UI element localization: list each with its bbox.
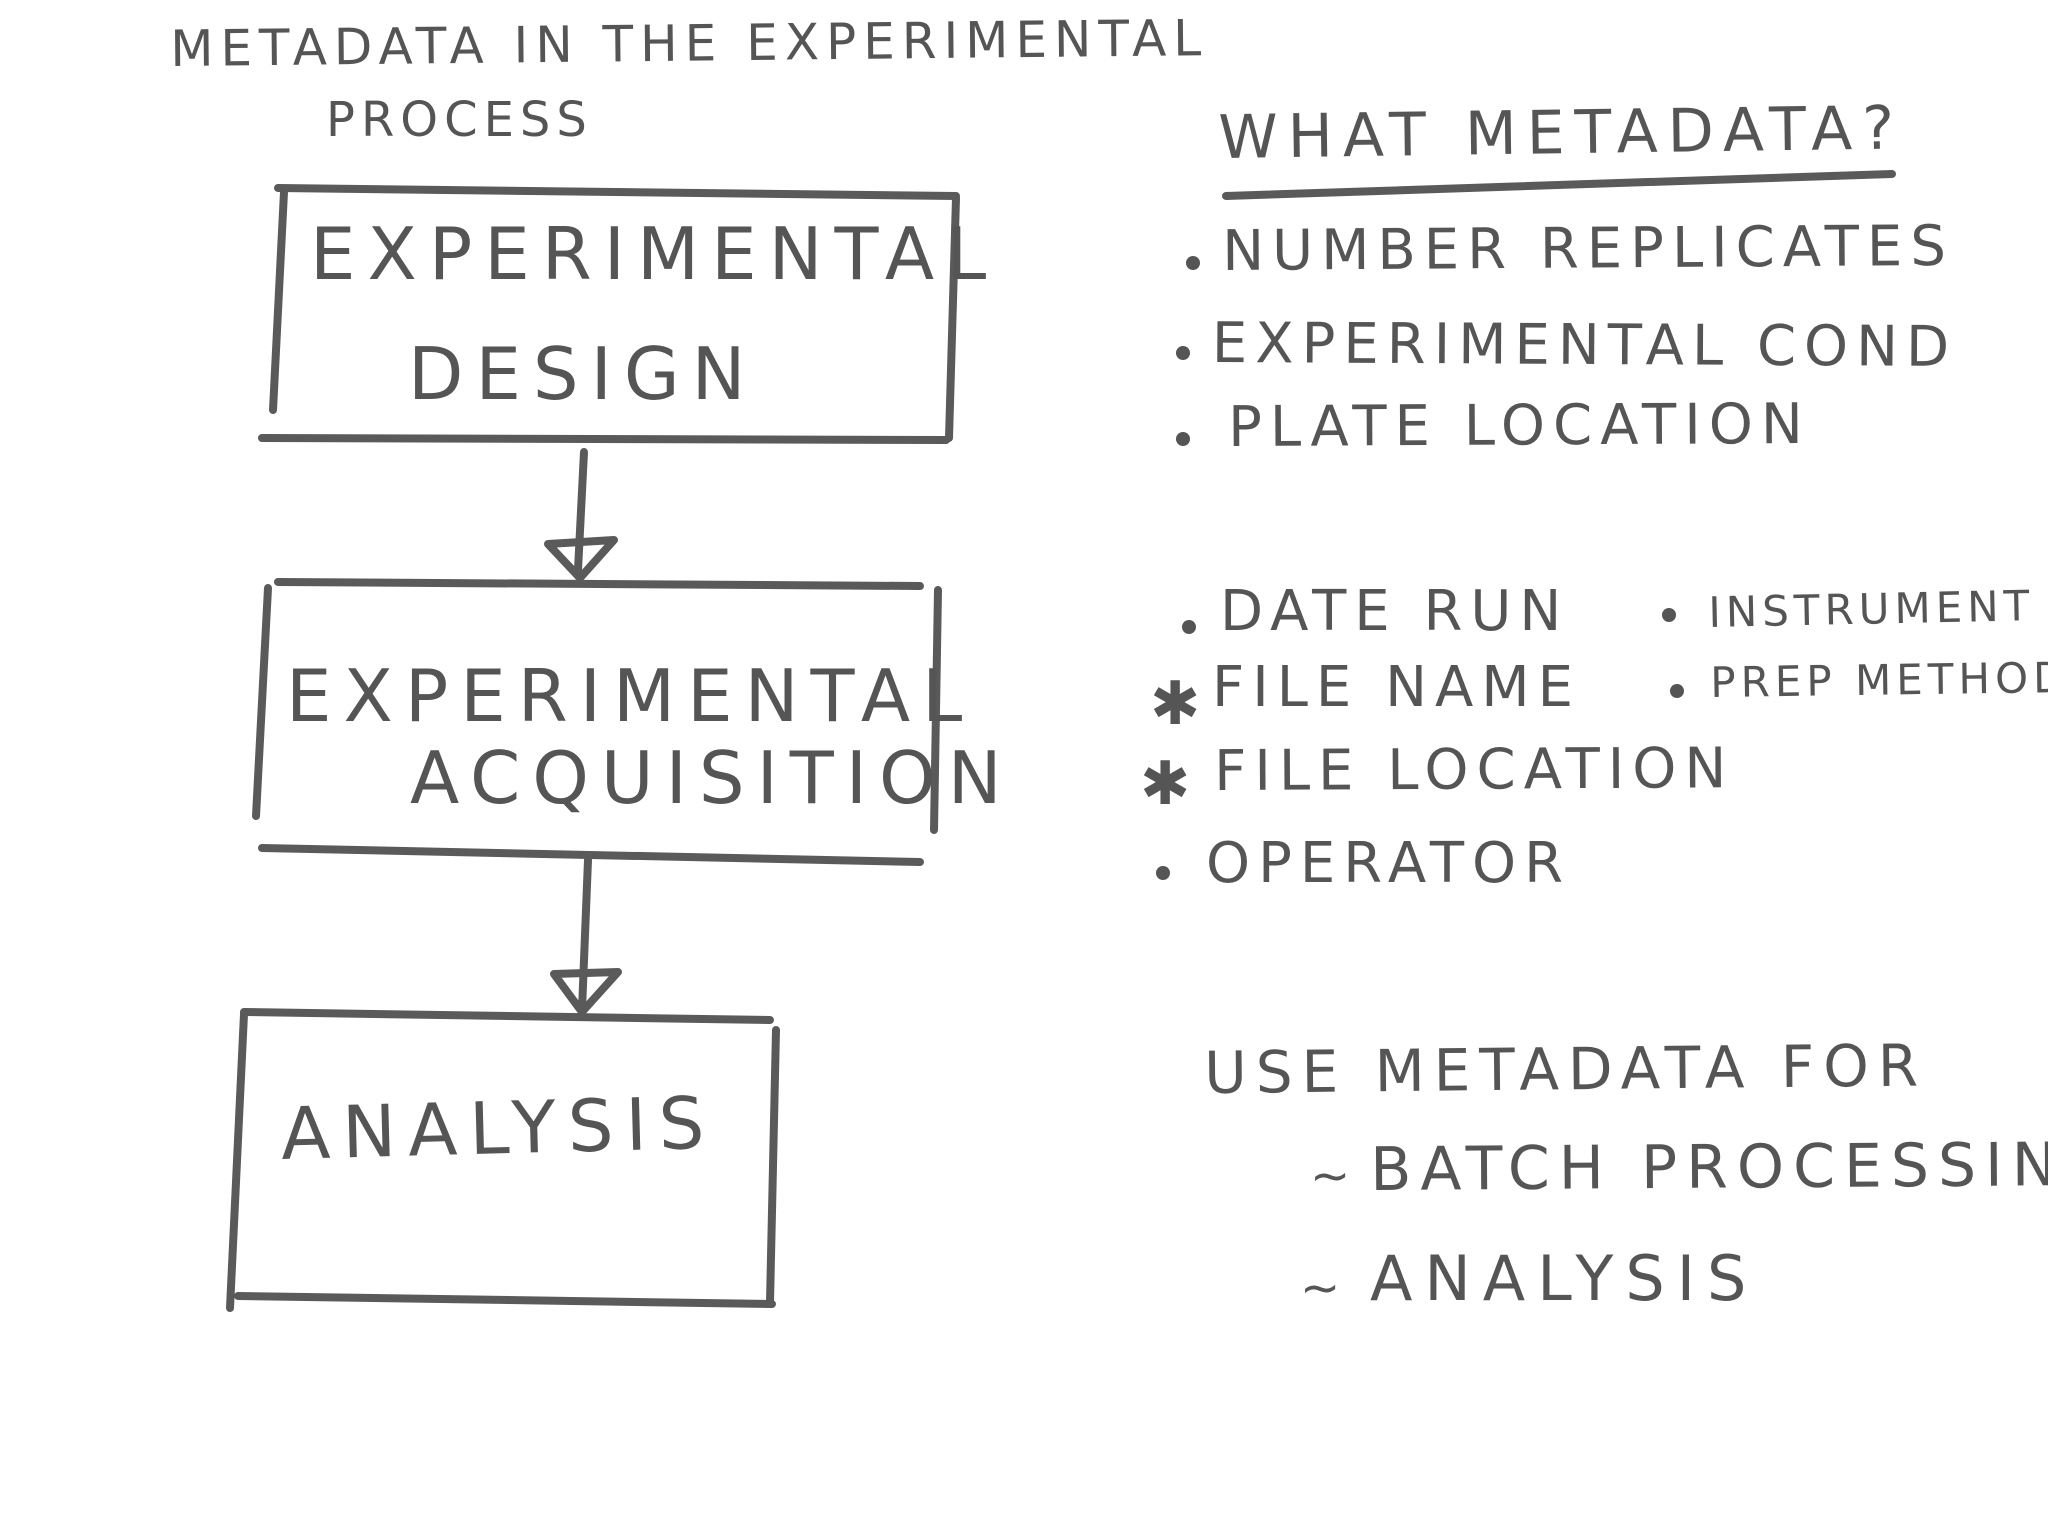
dash-bullet-icon: ~	[1300, 1260, 1341, 1316]
page-title-line2: PROCESS	[326, 92, 593, 148]
use-item-analysis: ANALYSIS	[1370, 1242, 1759, 1315]
bullet-dot-icon	[1176, 346, 1190, 360]
metadata-item-operator: OPERATOR	[1206, 831, 1572, 896]
bullet-dot-icon	[1182, 620, 1196, 634]
what-metadata-heading: WHAT METADATA?	[1217, 93, 1905, 173]
metadata-item-instrument: INSTRUMENT	[1707, 581, 2035, 637]
box-experimental-acquisition-label-line1: EXPERIMENTAL	[286, 654, 975, 738]
star-bullet-icon: ✱	[1150, 669, 1201, 739]
star-bullet-icon: ✱	[1140, 749, 1191, 819]
metadata-item-number-replicates: NUMBER REPLICATES	[1221, 213, 1955, 284]
metadata-item-file-name: FILE NAME	[1212, 655, 1582, 720]
heading-underline	[1222, 170, 1896, 200]
use-metadata-heading: USE METADATA FOR	[1203, 1031, 1928, 1107]
metadata-item-file-location: FILE LOCATION	[1213, 736, 1735, 804]
bullet-dot-icon	[1670, 684, 1684, 698]
metadata-item-prep-method: PREP METHOD	[1709, 652, 2048, 707]
dash-bullet-icon: ~	[1310, 1148, 1351, 1204]
metadata-item-date-run: DATE RUN	[1220, 579, 1570, 644]
box-experimental-acquisition-label-line2: ACQUISITION	[410, 736, 1014, 820]
arrow-acquisition-to-analysis	[550, 856, 622, 1016]
metadata-item-plate-location: PLATE LOCATION	[1227, 391, 1811, 460]
bullet-dot-icon	[1156, 866, 1170, 880]
use-item-batch-processing: BATCH PROCESSING	[1369, 1129, 2048, 1205]
arrow-design-to-acquisition	[544, 448, 618, 582]
box-experimental-design-label-line1: EXPERIMENTAL	[310, 212, 999, 296]
box-experimental-design	[258, 184, 960, 444]
bullet-dot-icon	[1186, 256, 1200, 270]
metadata-item-experimental-cond: EXPERIMENTAL COND	[1211, 311, 1958, 380]
bullet-dot-icon	[1176, 432, 1190, 446]
page-title-line1: METADATA IN THE EXPERIMENTAL	[169, 9, 1209, 78]
box-experimental-design-label-line2: DESIGN	[408, 332, 758, 416]
box-analysis-label: ANALYSIS	[279, 1080, 718, 1176]
box-analysis	[226, 1008, 780, 1312]
bullet-dot-icon	[1662, 608, 1676, 622]
box-experimental-acquisition	[252, 578, 942, 866]
